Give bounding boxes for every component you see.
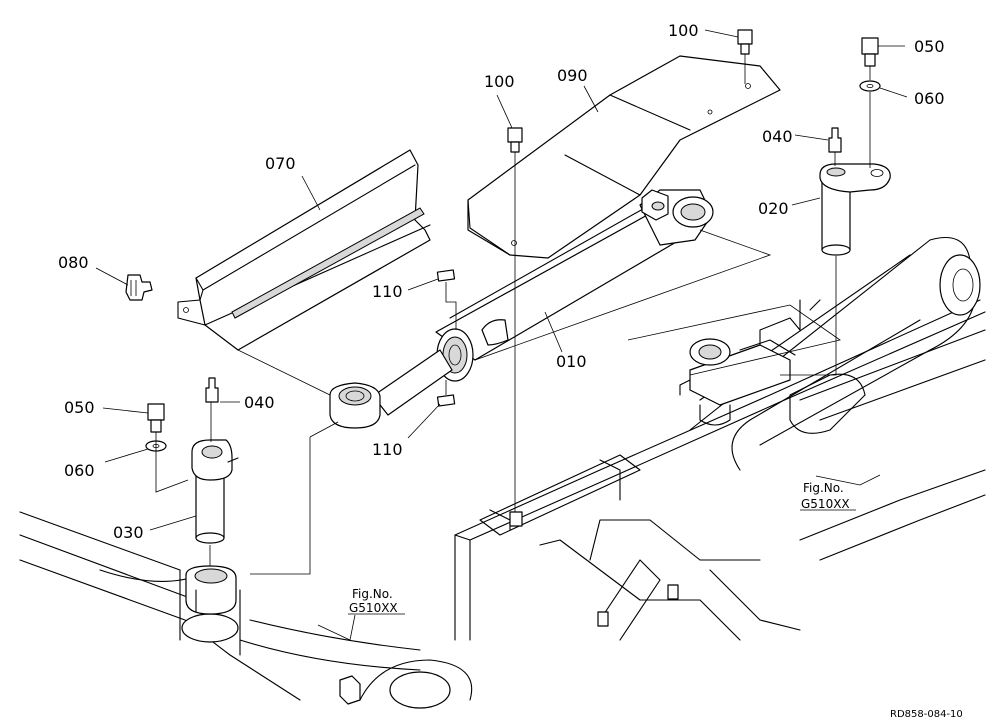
leader-lines [95, 29, 908, 641]
boom-arm [689, 236, 986, 471]
ref-right-line1: Fig.No. [803, 481, 844, 495]
grease-fitting-080 [125, 274, 153, 301]
cylinder-010 [329, 189, 714, 429]
guard-plate-090 [467, 55, 781, 259]
pin-020 [819, 163, 891, 256]
boom-bracket [627, 299, 841, 426]
callout-060-right: 060 [914, 89, 945, 108]
callout-010: 010 [556, 352, 587, 371]
grease-nipple-040-right [828, 127, 842, 153]
callout-090: 090 [557, 66, 588, 85]
callout-060-left: 060 [64, 461, 95, 480]
drawing-code: RD858-084-10 [890, 709, 963, 720]
bolt-050-left [147, 403, 165, 433]
figure-reference-right: Fig.No. G510XX [801, 481, 850, 511]
callout-110-bottom: 110 [372, 440, 403, 459]
swing-frame-right [454, 299, 986, 641]
grease-nipple-040-left [205, 377, 219, 403]
cylinder-base-boss [185, 565, 237, 615]
callout-050-right: 050 [914, 37, 945, 56]
bolt-100-center [507, 127, 523, 153]
callout-040-right: 040 [762, 127, 793, 146]
callout-020: 020 [758, 199, 789, 218]
callout-100-top: 100 [668, 21, 699, 40]
pin-030 [191, 439, 239, 544]
callout-labels: 010 020 030 040 040 050 050 060 060 070 … [58, 21, 945, 542]
swing-frame-left [19, 511, 473, 709]
callout-040-left: 040 [244, 393, 275, 412]
ref-left-line2: G510XX [349, 601, 398, 615]
callout-080: 080 [58, 253, 89, 272]
washer-060-right [859, 80, 881, 92]
ref-left-line1: Fig.No. [352, 587, 393, 601]
bolt-050-right [861, 37, 879, 67]
ref-right-line2: G510XX [801, 497, 850, 511]
callout-030: 030 [113, 523, 144, 542]
callout-100-center: 100 [484, 72, 515, 91]
callout-110-top: 110 [372, 282, 403, 301]
cover-plate-070 [177, 149, 431, 351]
callout-050-left: 050 [64, 398, 95, 417]
bolt-100-top [737, 29, 753, 55]
figure-reference-left: Fig.No. G510XX [349, 587, 398, 615]
callout-070: 070 [265, 154, 296, 173]
